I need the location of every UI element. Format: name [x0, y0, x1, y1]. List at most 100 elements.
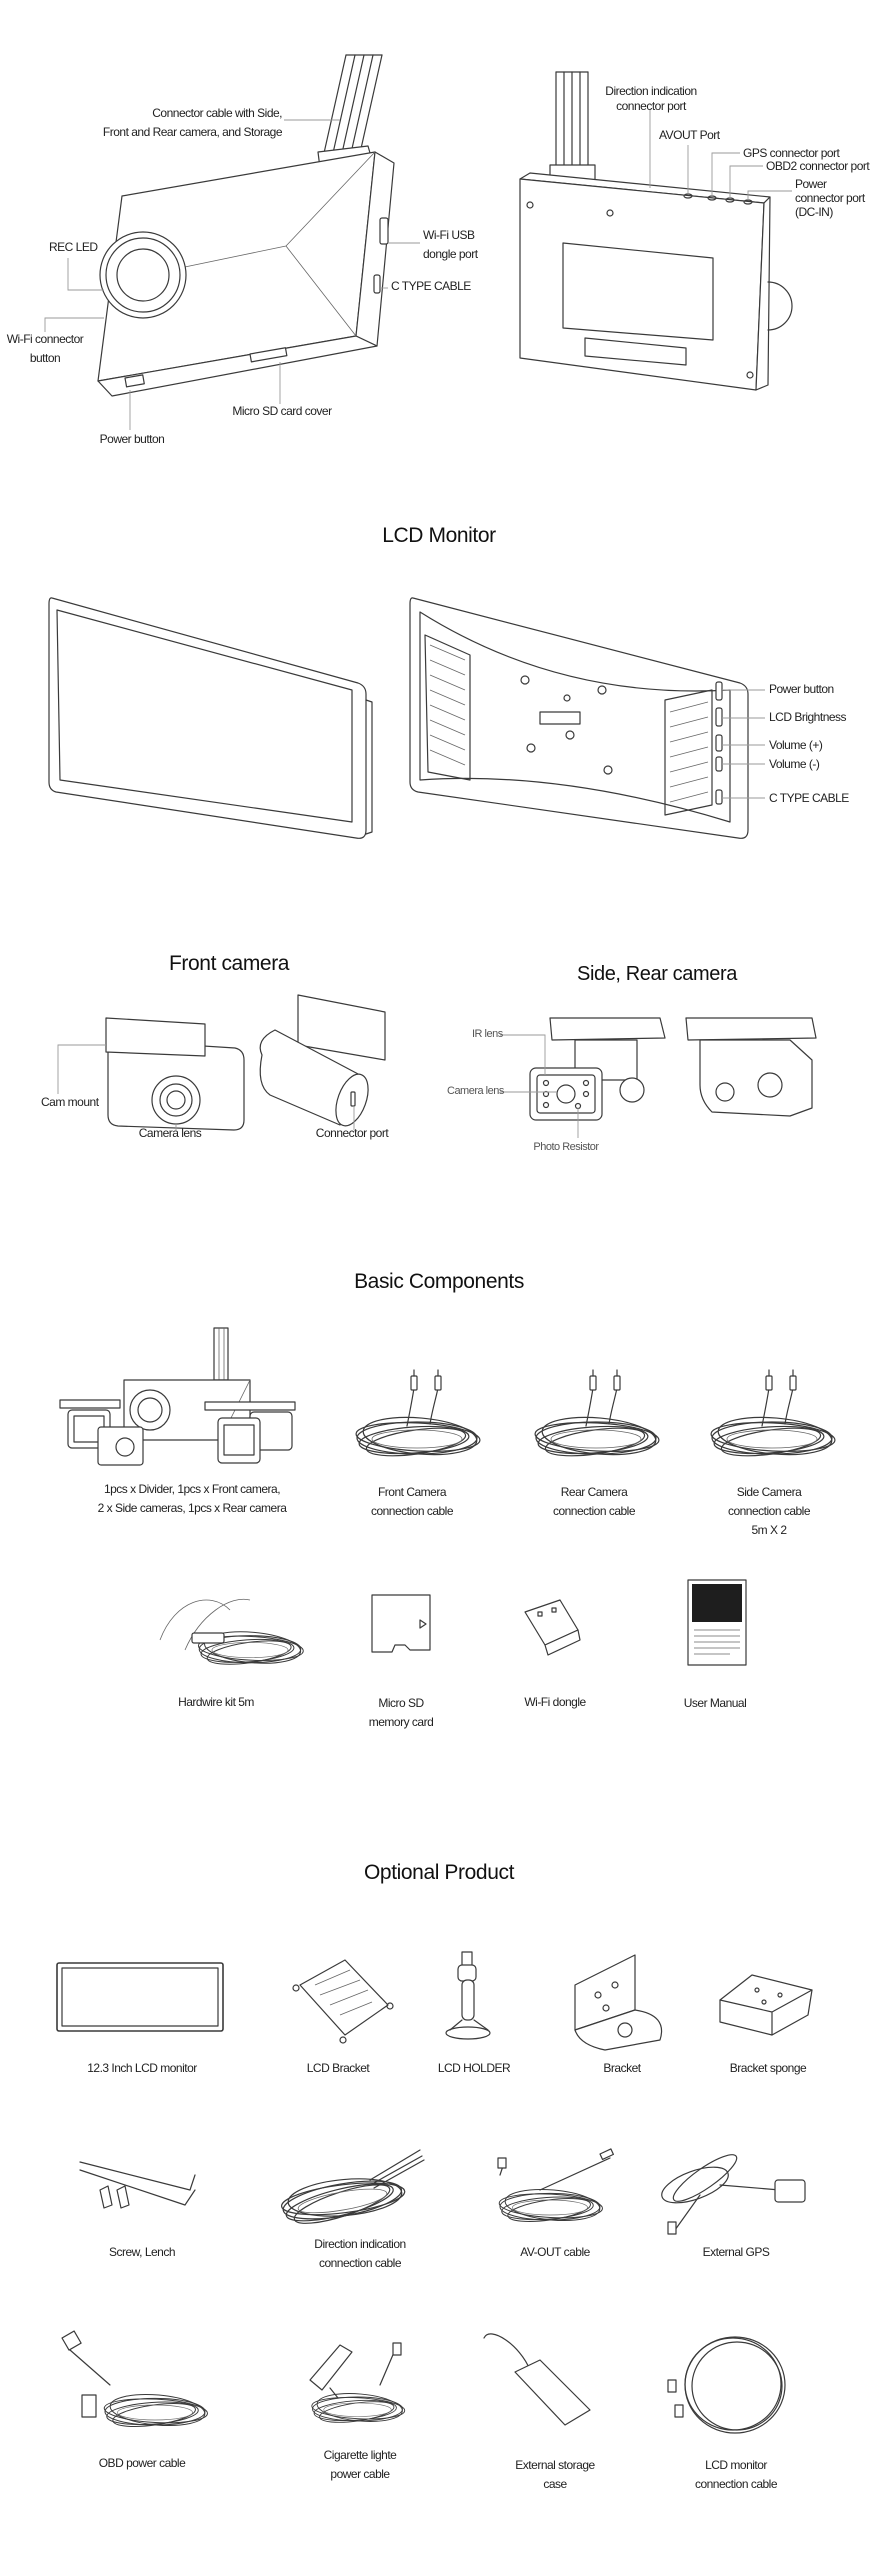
label-obd2-connector-port: OBD2 connector port: [766, 159, 870, 173]
label-line: Front and Rear camera, and Storage: [102, 125, 283, 139]
label-line: connection cable: [370, 1504, 454, 1518]
label-connector-cable: Connector cable with Side, Front and Rea…: [102, 104, 283, 142]
label-side-camera-lens: Camera lens: [447, 1085, 504, 1097]
optional-item-label: LCD Bracket: [306, 2061, 370, 2075]
label-line: 2 x Side cameras, 1pcs x Rear camera: [97, 1501, 287, 1515]
basic-item-label: Hardwire kit 5m: [178, 1695, 254, 1709]
external-storage-case-illustration: [483, 2333, 591, 2426]
optional-lcd-monitor-illustration: [56, 1962, 224, 2032]
label-direction-connector-port: Direction indication connector port: [605, 84, 697, 114]
label-line: Wi-Fi USB: [423, 228, 475, 242]
micro-sd-card-illustration: [371, 1594, 431, 1653]
basic-item-label: Micro SD memory card: [369, 1694, 434, 1732]
hardwire-kit-illustration: [159, 1598, 305, 1670]
label-line: Power: [795, 177, 827, 191]
label-line: Side Camera: [736, 1485, 802, 1499]
label-line: Wi-Fi connector: [6, 332, 84, 346]
label-c-type-cable: C TYPE CABLE: [391, 279, 471, 293]
label-line: Rear Camera: [560, 1485, 628, 1499]
front-camera-cable-illustration: [355, 1370, 480, 1461]
label-line: 1pcs x Divider, 1pcs x Front camera,: [103, 1482, 281, 1496]
label-line: External storage: [515, 2458, 595, 2472]
label-line: Micro SD: [378, 1696, 424, 1710]
label-power-button: Power button: [99, 432, 165, 446]
lcd-front-illustration: [48, 597, 373, 839]
label-rec-led: REC LED: [49, 240, 98, 254]
label-line: connection cable: [694, 2477, 778, 2491]
label-line: dongle port: [423, 247, 478, 261]
optional-item-label: LCD monitor connection cable: [694, 2456, 778, 2494]
side-camera-cable-illustration: [710, 1370, 835, 1461]
label-ir-lens: IR lens: [472, 1028, 503, 1040]
label-power-connector-port: Power connector port (DC-IN): [795, 177, 865, 219]
optional-item-label: Direction indication connection cable: [314, 2235, 406, 2273]
label-avout-port: AVOUT Port: [659, 128, 720, 142]
label-connector-port: Connector port: [315, 1126, 389, 1140]
optional-item-label: Screw, Lench: [108, 2245, 176, 2259]
label-wifi-connector-button: Wi-Fi connector button: [7, 330, 84, 368]
basic-item-label: Wi-Fi dongle: [524, 1695, 586, 1709]
label-line: power cable: [330, 2467, 390, 2481]
label-volume-up: Volume (+): [769, 738, 823, 752]
label-line: LCD monitor: [705, 2458, 767, 2472]
label-gps-connector-port: GPS connector port: [743, 146, 840, 160]
label-line: 5m X 2: [751, 1523, 787, 1537]
section-title-lcd-monitor: LCD Monitor: [382, 524, 496, 547]
label-lcd-brightness: LCD Brightness: [769, 710, 847, 724]
basic-item-label: Side Camera connection cable 5m X 2: [727, 1483, 811, 1540]
screw-wrench-illustration: [79, 2161, 196, 2209]
basic-item-label: 1pcs x Divider, 1pcs x Front camera, 2 x…: [98, 1480, 287, 1518]
rear-camera-cable-illustration: [534, 1370, 659, 1461]
label-line: connector port: [795, 191, 865, 205]
optional-item-label: External GPS: [702, 2245, 770, 2259]
label-lcd-power-button: Power button: [769, 682, 834, 696]
label-line: connection cable: [727, 1504, 811, 1518]
basic-divider-set-illustration: [59, 1327, 296, 1466]
basic-item-label: Rear Camera connection cable: [552, 1483, 636, 1521]
label-volume-down: Volume (-): [769, 757, 820, 771]
optional-item-label: Bracket sponge: [729, 2061, 807, 2075]
label-cam-mount: Cam mount: [41, 1095, 99, 1109]
direction-indication-cable-illustration: [276, 2149, 425, 2234]
label-line: Front Camera: [377, 1485, 447, 1499]
label-line: connection cable: [552, 1504, 636, 1518]
label-line: connection cable: [318, 2256, 402, 2270]
label-line: button: [29, 351, 61, 365]
label-wifi-usb-dongle-port: Wi-Fi USB dongle port: [423, 226, 478, 264]
lcd-monitor-connection-cable-illustration: [667, 2336, 786, 2434]
label-line: memory card: [368, 1715, 434, 1729]
optional-item-label: Bracket: [603, 2061, 641, 2075]
optional-item-label: 12.3 Inch LCD monitor: [87, 2061, 197, 2075]
lcd-bracket-illustration: [292, 1959, 394, 2044]
label-front-camera-lens: Camera lens: [138, 1126, 202, 1140]
optional-item-label: AV-OUT cable: [520, 2245, 590, 2259]
lcd-back-illustration: [409, 597, 765, 839]
section-title-optional-product: Optional Product: [363, 1861, 515, 1884]
section-title-basic-components: Basic Components: [354, 1270, 524, 1293]
user-manual-illustration: [687, 1579, 747, 1666]
front-camera-illustration: [57, 994, 386, 1131]
label-line: case: [543, 2477, 567, 2491]
optional-item-label: Cigarette lighte power cable: [324, 2446, 397, 2484]
obd-power-cable-illustration: [61, 2330, 209, 2432]
label-line: Direction indication: [605, 84, 697, 98]
label-line: Connector cable with Side,: [152, 106, 282, 120]
label-line: Cigarette lighte: [323, 2448, 397, 2462]
lcd-holder-illustration: [445, 1951, 491, 2040]
label-photo-resistor: Photo Resistor: [533, 1141, 599, 1153]
label-line: (DC-IN): [795, 205, 833, 219]
basic-item-label: Front Camera connection cable: [370, 1483, 454, 1521]
cigarette-lighter-cable-illustration: [309, 2342, 406, 2427]
bracket-sponge-illustration: [719, 1974, 813, 2036]
side-rear-camera-illustration: [500, 1017, 817, 1138]
label-lcd-c-type-cable: C TYPE CABLE: [769, 791, 849, 805]
main-unit-front-illustration: [44, 54, 420, 430]
main-unit-back-illustration: [519, 71, 793, 391]
basic-item-label: User Manual: [683, 1696, 747, 1710]
section-title-front-camera: Front camera: [169, 952, 290, 975]
wifi-dongle-illustration: [524, 1599, 581, 1656]
external-gps-illustration: [661, 2154, 806, 2235]
optional-item-label: LCD HOLDER: [437, 2061, 511, 2075]
